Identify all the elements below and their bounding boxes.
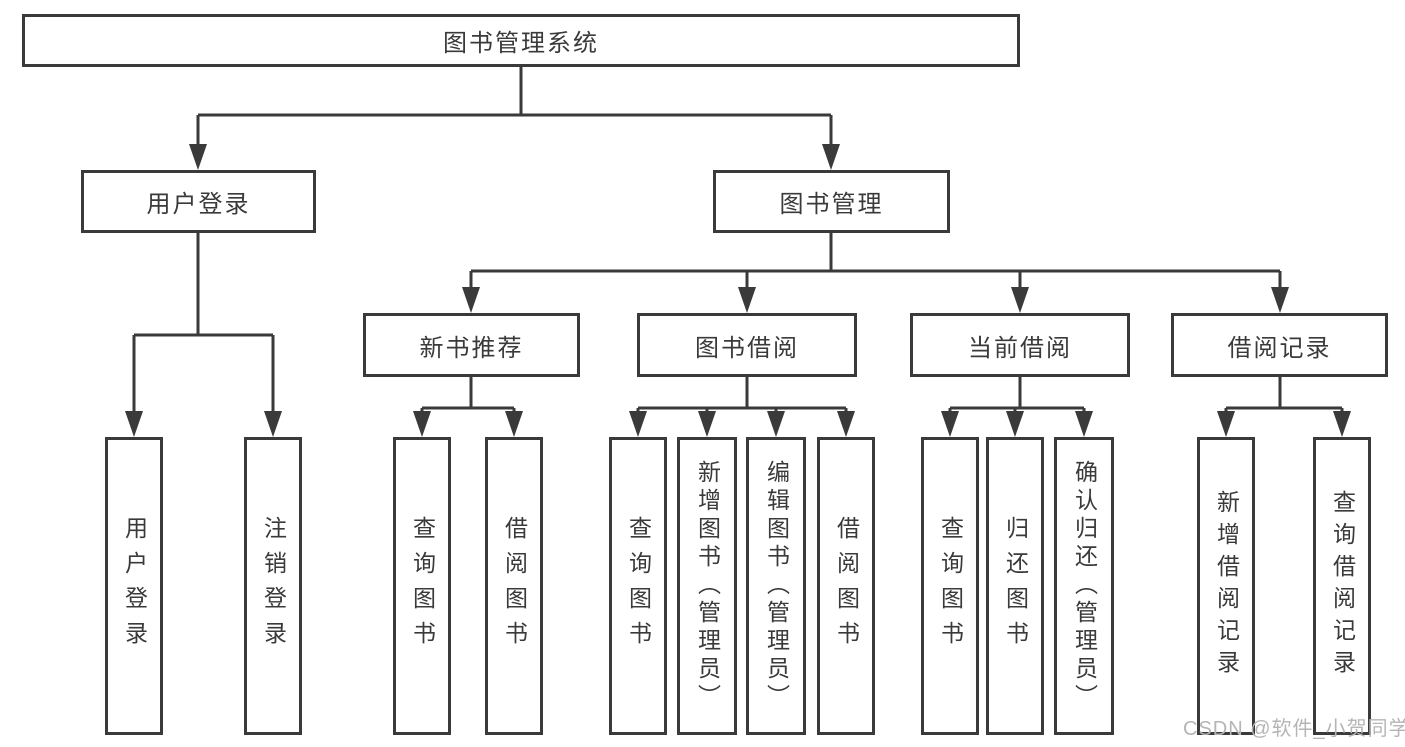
node-user-login: 用户登录 bbox=[81, 170, 316, 233]
leaf-query-books-recommend-label: 查询图书 bbox=[409, 516, 436, 656]
leaf-query-books-borrow: 查询图书 bbox=[609, 437, 667, 735]
leaf-query-books-current-label: 查询图书 bbox=[937, 516, 964, 656]
node-user-login-label: 用户登录 bbox=[146, 191, 251, 218]
leaf-add-book-admin: 新增图书（管理员） bbox=[677, 437, 737, 735]
leaf-edit-book-admin-label: 编辑图书（管理员） bbox=[763, 460, 790, 712]
node-new-book-recommend-label: 新书推荐 bbox=[419, 334, 524, 362]
leaf-add-borrow-record: 新增借阅记录 bbox=[1197, 437, 1255, 735]
watermark-text: CSDN @软件_小贺同学 bbox=[1183, 718, 1405, 740]
leaf-user-login: 用户登录 bbox=[105, 437, 163, 735]
leaf-borrow-books-recommend: 借阅图书 bbox=[485, 437, 543, 735]
node-borrow-records: 借阅记录 bbox=[1171, 313, 1388, 377]
leaf-edit-book-admin: 编辑图书（管理员） bbox=[746, 437, 806, 735]
leaf-add-book-admin-label: 新增图书（管理员） bbox=[694, 460, 721, 712]
node-book-borrow-label: 图书借阅 bbox=[695, 334, 799, 362]
leaf-confirm-return-admin: 确认归还（管理员） bbox=[1054, 437, 1114, 735]
arrowheads bbox=[125, 144, 1351, 437]
leaf-add-borrow-record-label: 新增借阅记录 bbox=[1213, 490, 1240, 682]
node-root: 图书管理系统 bbox=[22, 14, 1020, 67]
leaf-logout-label: 注销登录 bbox=[260, 516, 287, 656]
leaf-query-borrow-record-label: 查询借阅记录 bbox=[1329, 490, 1356, 682]
leaf-query-books-current: 查询图书 bbox=[921, 437, 979, 735]
node-book-management: 图书管理 bbox=[713, 170, 950, 233]
node-current-borrow: 当前借阅 bbox=[910, 313, 1130, 377]
leaf-query-books-recommend: 查询图书 bbox=[393, 437, 451, 735]
node-borrow-records-label: 借阅记录 bbox=[1227, 334, 1332, 362]
leaf-query-borrow-record: 查询借阅记录 bbox=[1313, 437, 1371, 735]
leaf-confirm-return-admin-label: 确认归还（管理员） bbox=[1071, 460, 1098, 712]
leaf-return-book-label: 归还图书 bbox=[1002, 516, 1029, 656]
node-new-book-recommend: 新书推荐 bbox=[363, 313, 580, 377]
leaf-borrow-books: 借阅图书 bbox=[817, 437, 875, 735]
leaf-query-books-borrow-label: 查询图书 bbox=[625, 516, 652, 656]
leaf-borrow-books-label: 借阅图书 bbox=[833, 516, 860, 656]
leaf-borrow-books-recommend-label: 借阅图书 bbox=[501, 516, 528, 656]
node-book-management-label: 图书管理 bbox=[779, 191, 884, 218]
leaf-return-book: 归还图书 bbox=[986, 437, 1044, 735]
node-root-label: 图书管理系统 bbox=[443, 30, 599, 57]
node-book-borrow: 图书借阅 bbox=[637, 313, 857, 377]
leaf-logout: 注销登录 bbox=[244, 437, 302, 735]
node-current-borrow-label: 当前借阅 bbox=[968, 334, 1072, 362]
leaf-user-login-label: 用户登录 bbox=[121, 516, 148, 656]
